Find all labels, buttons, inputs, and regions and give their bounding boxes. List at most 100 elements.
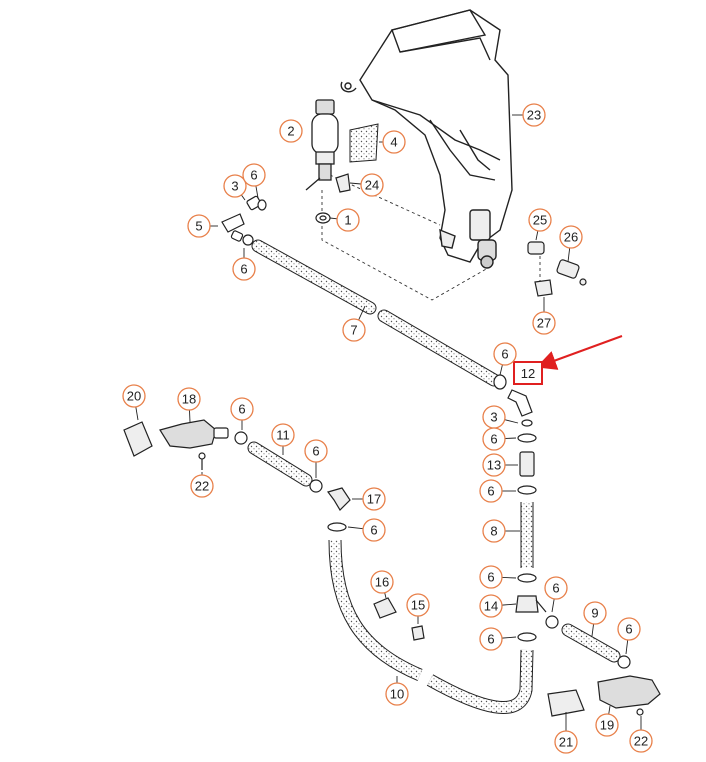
- callout-circle: [336, 208, 360, 232]
- pump-seal: [315, 212, 331, 224]
- callout-number: 9: [591, 606, 598, 621]
- callout-circle: [482, 519, 506, 543]
- callout-circle: [370, 570, 394, 594]
- callout-circle: [223, 174, 247, 198]
- callout-number: 6: [250, 168, 257, 183]
- hose-11: [234, 431, 351, 532]
- callout-circle: [554, 730, 578, 754]
- elbow-12: [493, 374, 533, 417]
- callout-22: 22: [629, 716, 653, 753]
- callout-leader-line: [135, 406, 139, 421]
- callout-number: 27: [537, 316, 551, 331]
- callout-leader-line: [189, 409, 191, 423]
- callout-number: 15: [411, 598, 425, 613]
- callout-9: 9: [583, 601, 607, 637]
- callout-7: 7: [342, 305, 366, 342]
- callout-leader-line: [358, 305, 366, 321]
- callout-number: 22: [634, 734, 648, 749]
- callout-circle: [177, 387, 201, 411]
- callout-circle: [304, 439, 328, 463]
- callout-circle: [232, 257, 256, 281]
- callout-6: 6: [544, 576, 568, 613]
- callout-circle: [406, 593, 430, 617]
- callout-leader-line: [591, 623, 595, 637]
- callout-circle: [479, 565, 503, 589]
- callout-leader-line: [504, 419, 519, 424]
- callout-number: 6: [487, 632, 494, 647]
- right-nozzle: [547, 675, 661, 717]
- callout-circle: [230, 397, 254, 421]
- callout-circle: [279, 119, 303, 143]
- callout-26: 26: [559, 225, 583, 263]
- callout-leader-line: [501, 636, 517, 639]
- callout-6: 6: [479, 627, 517, 651]
- callout-number: 6: [490, 432, 497, 447]
- callout-circle: [187, 214, 211, 238]
- highlight-arrow: [536, 335, 623, 370]
- callout-number: 11: [276, 428, 290, 443]
- callout-3: 3: [223, 174, 247, 201]
- callout-6: 6: [347, 518, 386, 542]
- callout-6: 6: [232, 248, 256, 281]
- callout-number: 6: [487, 484, 494, 499]
- callout-leader-line: [535, 230, 539, 241]
- callout-leader-line: [349, 182, 362, 185]
- callout-number: 6: [240, 262, 247, 277]
- callout-19: 19: [595, 705, 619, 737]
- callout-15: 15: [406, 593, 430, 624]
- callout-number: 13: [487, 458, 501, 473]
- callout-circle: [362, 518, 386, 542]
- callout-6: 6: [493, 342, 517, 376]
- callout-circle: [360, 173, 384, 197]
- callout-18: 18: [177, 387, 201, 423]
- callout-circle: [482, 427, 506, 451]
- callout-14: 14: [479, 594, 517, 618]
- callout-leader-line: [347, 526, 364, 530]
- hose-7: [251, 239, 501, 387]
- callout-21: 21: [554, 712, 578, 754]
- callout-number: 6: [625, 622, 632, 637]
- callout-27: 27: [532, 297, 556, 335]
- callout-25: 25: [528, 208, 552, 241]
- callout-leader-line: [608, 705, 611, 715]
- callout-leader-line: [501, 603, 517, 606]
- callout-number: 6: [370, 523, 377, 538]
- callout-23: 23: [512, 103, 546, 127]
- callout-number: 19: [600, 718, 614, 733]
- upper-left-fittings: [221, 195, 267, 246]
- callout-circle: [617, 617, 641, 641]
- callout-circle: [242, 163, 266, 187]
- callout-4: 4: [379, 130, 406, 154]
- callout-number: 7: [350, 323, 357, 338]
- callout-6: 6: [304, 439, 328, 478]
- callout-6: 6: [479, 479, 516, 503]
- callout-circle: [522, 103, 546, 127]
- callout-circle: [482, 453, 506, 477]
- callout-16: 16: [370, 570, 394, 599]
- callout-number: 1: [344, 213, 351, 228]
- callout-circle: [479, 479, 503, 503]
- callout-17: 17: [352, 487, 386, 511]
- callout-number: 18: [182, 392, 196, 407]
- callout-circle: [528, 208, 552, 232]
- callout-number: 5: [195, 219, 202, 234]
- callout-13: 13: [482, 453, 518, 477]
- callout-number: 8: [490, 524, 497, 539]
- callout-leader-line: [255, 185, 259, 199]
- callout-24: 24: [349, 173, 384, 197]
- callout-circle: [271, 423, 295, 447]
- callout-number: 6: [552, 581, 559, 596]
- callout-number: 3: [490, 410, 497, 425]
- callout-circle: [532, 311, 556, 335]
- pump-cap: [335, 173, 351, 193]
- callout-6: 6: [242, 163, 266, 199]
- callout-circle: [559, 225, 583, 249]
- callout-leader-line: [504, 437, 517, 439]
- callout-22: 22: [190, 472, 214, 498]
- pump-gasket: [349, 123, 379, 163]
- callout-2: 2: [279, 119, 303, 143]
- callout-5: 5: [187, 214, 218, 238]
- washer-fluid-reservoir: [340, 9, 513, 269]
- clips-15-16: [373, 597, 425, 641]
